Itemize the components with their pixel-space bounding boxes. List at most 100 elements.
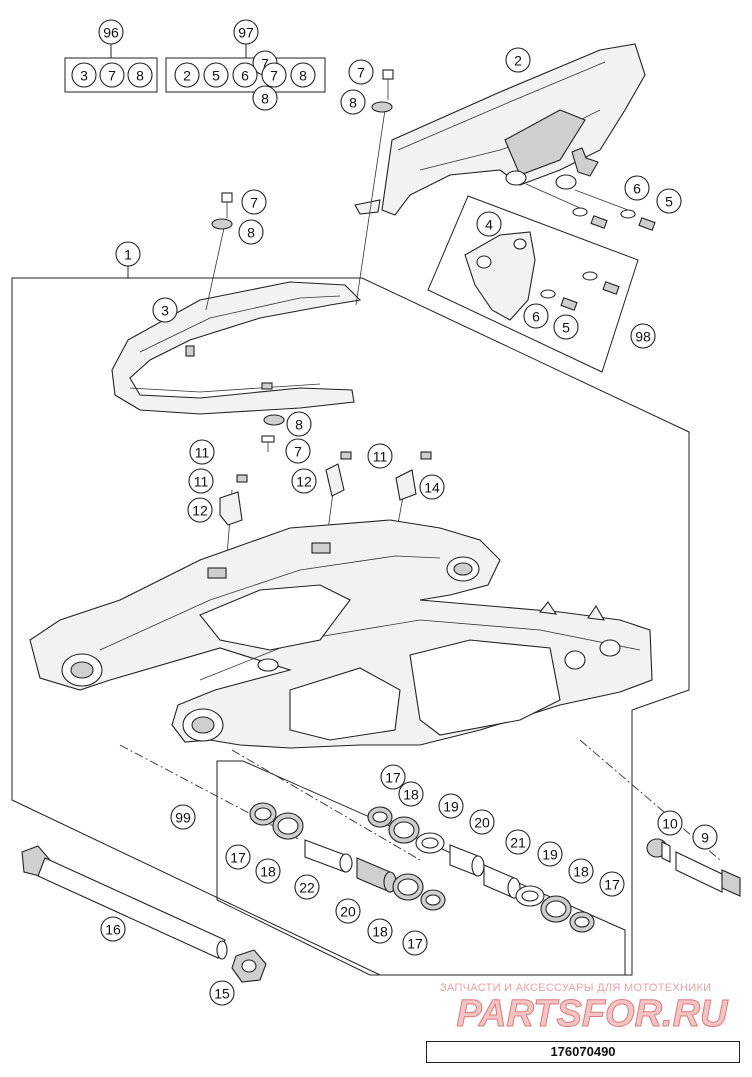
callout-8: 8: [286, 411, 312, 437]
callout-label: 6: [633, 181, 641, 197]
callout-6: 6: [523, 303, 549, 329]
callout-label: 1: [124, 247, 132, 263]
kit-label: 8: [136, 68, 144, 84]
callout-label: 8: [349, 95, 357, 111]
kit-frame-98: [427, 195, 639, 373]
callout-5: 5: [553, 314, 579, 340]
callout-12: 12: [187, 497, 213, 523]
callout-8: 8: [252, 85, 278, 111]
callout-label: 15: [214, 986, 230, 1002]
callout-label: 7: [357, 65, 365, 81]
callout-98: 98: [630, 323, 656, 349]
chain-slider: [111, 281, 362, 415]
callout-17: 17: [225, 844, 251, 870]
kit-97-item-6: 6: [232, 62, 258, 88]
callout-label: 16: [105, 922, 121, 938]
callout-label: 12: [192, 503, 208, 519]
kit-label: 96: [103, 25, 119, 41]
callout-label: 21: [510, 835, 526, 851]
kit-label: 5: [212, 68, 220, 84]
kit-label: 8: [299, 68, 307, 84]
callout-label: 20: [340, 904, 356, 920]
callout-label: 4: [485, 217, 493, 233]
watermark-brand-text: PARTSFOR.RU: [457, 994, 729, 1034]
kit-label: 3: [80, 68, 88, 84]
callout-label: 19: [542, 847, 558, 863]
callout-8: 8: [340, 89, 366, 115]
callout-20: 20: [469, 809, 495, 835]
small-fasteners: [211, 69, 432, 526]
callout-label: 8: [247, 225, 255, 241]
chain-guard-fasteners: [525, 183, 656, 231]
callout-3: 3: [152, 297, 178, 323]
callout-label: 8: [261, 91, 269, 107]
callout-17: 17: [380, 764, 406, 790]
kit-label: 7: [270, 68, 278, 84]
drawing-number-box: 176070490: [426, 1041, 740, 1063]
callout-19: 19: [537, 841, 563, 867]
kit-96-item-8: 8: [127, 62, 153, 88]
callout-label: 18: [573, 864, 589, 880]
swingarm: [29, 519, 653, 749]
callout-label: 12: [296, 474, 312, 490]
callout-label: 10: [662, 816, 678, 832]
callout-15: 15: [209, 980, 235, 1006]
callout-label: 3: [161, 303, 169, 319]
callout-9: 9: [692, 824, 718, 850]
callout-label: 9: [701, 830, 709, 846]
callout-label: 11: [194, 474, 209, 490]
callout-18: 18: [367, 918, 393, 944]
callout-label: 19: [443, 799, 459, 815]
kit-frame-99: [216, 760, 626, 976]
chain-guard: [354, 43, 646, 216]
callout-11: 11: [188, 468, 214, 494]
callout-17: 17: [599, 871, 625, 897]
callout-22: 22: [294, 874, 320, 900]
callout-7: 7: [241, 189, 267, 215]
watermark-brand-logo: PARTSFOR.RU: [456, 994, 729, 1034]
callout-label: 8: [295, 417, 303, 433]
callout-label: 11: [373, 449, 388, 465]
kit-label: 7: [108, 68, 116, 84]
callout-16: 16: [100, 916, 126, 942]
spacer-and-bolt: [646, 838, 741, 897]
callout-6: 6: [624, 175, 650, 201]
assembly-frame-1: [11, 265, 690, 976]
kit-label: 6: [241, 68, 249, 84]
callout-label: 7: [294, 444, 302, 460]
kit-97-item-7: 7: [261, 62, 287, 88]
callout-label: 7: [261, 56, 269, 72]
callout-21: 21: [505, 829, 531, 855]
callout-label: 18: [403, 787, 419, 803]
kit-97-item-8: 8: [290, 62, 316, 88]
callout-label: 99: [175, 810, 191, 826]
callout-1: 1: [115, 241, 141, 267]
pivot-bearings: [249, 802, 595, 933]
callout-4: 4: [476, 211, 502, 237]
callout-18: 18: [398, 781, 424, 807]
kit-callout-97: 97: [233, 19, 259, 45]
kit-label: 2: [183, 68, 191, 84]
callout-label: 7: [250, 195, 258, 211]
callout-14: 14: [419, 474, 445, 500]
callout-5: 5: [656, 188, 682, 214]
callout-7: 7: [285, 438, 311, 464]
kit-97-item-2: 2: [174, 62, 200, 88]
callout-label: 22: [299, 880, 315, 896]
kit-96-item-3: 3: [71, 62, 97, 88]
drawing-number: 176070490: [550, 1044, 616, 1059]
callout-2: 2: [505, 47, 531, 73]
callout-label: 11: [195, 445, 210, 461]
kit-96-item-7: 7: [99, 62, 125, 88]
callout-99: 99: [170, 804, 196, 830]
callout-18: 18: [255, 858, 281, 884]
callout-label: 17: [604, 877, 620, 893]
callout-label: 20: [474, 815, 490, 831]
callout-label: 17: [407, 936, 423, 952]
callout-8: 8: [238, 219, 264, 245]
callout-label: 6: [532, 309, 540, 325]
callout-label: 18: [260, 864, 276, 880]
pivot-shaft: [21, 845, 267, 983]
